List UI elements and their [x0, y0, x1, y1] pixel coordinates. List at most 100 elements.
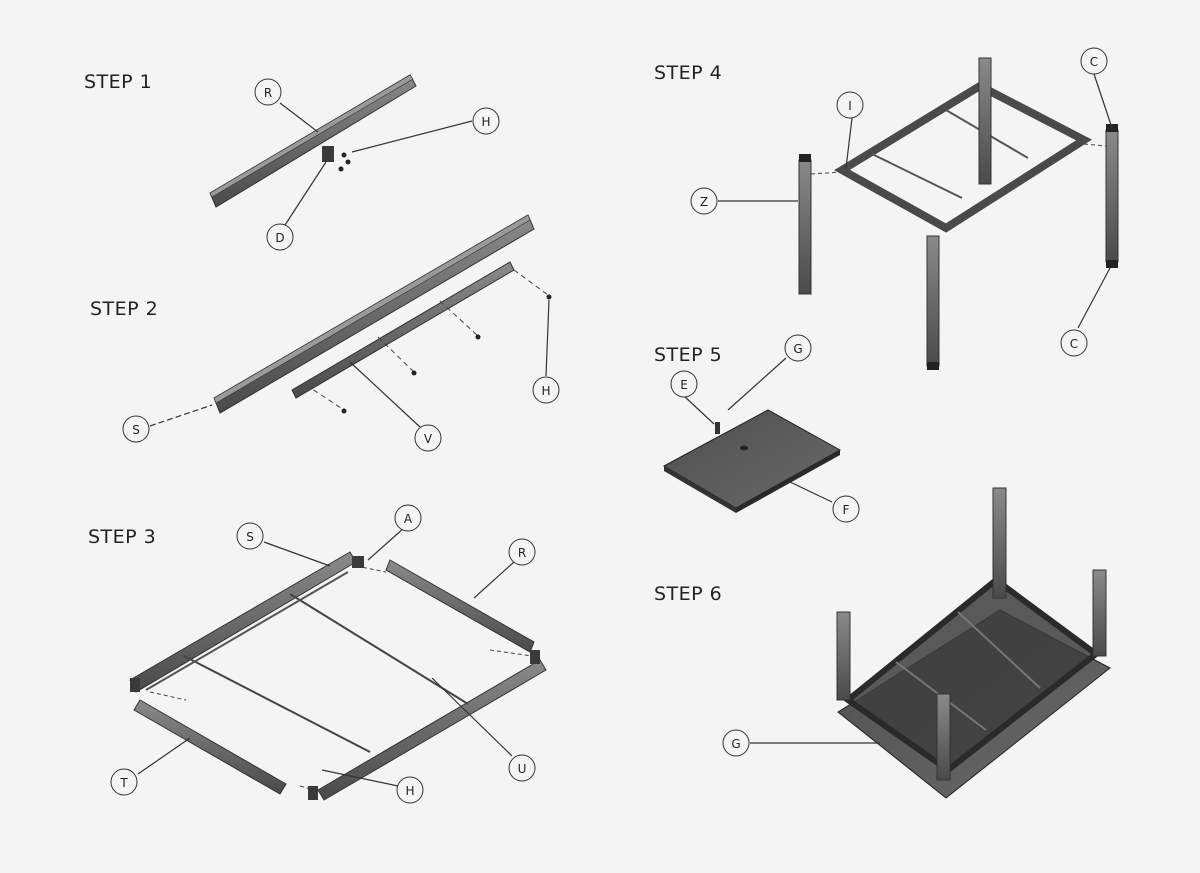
foot-cap [799, 154, 811, 162]
dashed-guide [1083, 143, 1107, 147]
callout-label: I [848, 99, 852, 113]
dashed-guide [149, 691, 187, 701]
leader-line [431, 677, 513, 757]
screw-e [715, 422, 720, 434]
callout-step6-G: G [722, 729, 750, 757]
leg-c [1105, 129, 1119, 263]
leader-line [284, 161, 327, 226]
dashed-guide [355, 565, 387, 573]
step-1-drawing [209, 74, 473, 226]
leg-up [992, 487, 1007, 599]
leader-line [727, 357, 787, 411]
callout-label: F [843, 503, 850, 517]
leader-line [683, 395, 715, 425]
corner-bracket [130, 678, 140, 692]
callout-step4-I: I [836, 91, 864, 119]
leader-line [279, 102, 319, 133]
leg-z [798, 159, 812, 295]
leader-line [1093, 73, 1113, 129]
foot-cap [927, 362, 939, 370]
frame-inner-bar [871, 153, 963, 199]
step-5-drawing [662, 357, 842, 513]
callout-label: C [1090, 55, 1098, 69]
callout-step4-C-top: C [1080, 47, 1108, 75]
frame-inner-bar [957, 611, 1041, 689]
support-rail-v [291, 261, 515, 399]
frame-top [834, 81, 1092, 233]
rail-top-face [213, 214, 531, 404]
callout-step5-F: F [832, 495, 860, 523]
callout-label: G [793, 342, 802, 356]
callout-label: H [541, 384, 550, 398]
leg-up [1092, 569, 1107, 657]
callout-step2-V: V [414, 424, 442, 452]
callout-label: D [275, 231, 284, 245]
leader-line [473, 561, 515, 599]
dashed-guide [513, 269, 549, 296]
leader-line [545, 299, 550, 377]
screw [341, 408, 347, 414]
callout-step4-C-bottom: C [1060, 329, 1088, 357]
corner-bracket [308, 786, 318, 800]
leader-line [1077, 267, 1111, 329]
callout-step1-D: D [266, 223, 294, 251]
inner-rail [145, 571, 349, 691]
step-5-title: STEP 5 [654, 344, 723, 366]
callout-label: Z [700, 195, 708, 209]
step-6-drawing [750, 487, 1111, 799]
callout-label: R [264, 86, 272, 100]
callout-step5-E: E [670, 370, 698, 398]
callout-label: T [119, 776, 128, 790]
cross-bar-u [289, 593, 469, 705]
callout-step2-S: S [122, 415, 150, 443]
dashed-guide [305, 384, 345, 411]
leg-back [978, 57, 992, 185]
frame-rail-t [133, 699, 287, 795]
callout-label: A [404, 512, 413, 526]
leader-line [789, 481, 833, 503]
callout-label: S [132, 423, 140, 437]
step-3-drawing [129, 527, 547, 801]
screw [345, 159, 351, 165]
callout-label: S [246, 530, 254, 544]
leader-line [351, 120, 473, 153]
callout-label: E [680, 378, 688, 392]
screw [338, 166, 344, 172]
step-3-title: STEP 3 [88, 526, 157, 548]
callout-step3-R: R [508, 538, 536, 566]
callout-label: V [424, 432, 433, 446]
callout-label: H [405, 784, 414, 798]
callout-step3-U: U [508, 754, 536, 782]
leader-line [321, 769, 399, 787]
corner-bracket [530, 650, 540, 664]
leg-up [936, 693, 951, 781]
step-1-title: STEP 1 [84, 71, 153, 93]
foot-cap [1106, 260, 1118, 268]
step-2-title: STEP 2 [90, 298, 159, 320]
leader-line [137, 737, 191, 775]
callout-step2-H: H [532, 376, 560, 404]
callout-step1-R: R [254, 78, 282, 106]
screw [475, 334, 481, 340]
callout-step5-G: G [784, 334, 812, 362]
step-4-drawing [718, 57, 1119, 370]
dashed-guide [489, 649, 533, 657]
callout-label: G [731, 737, 740, 751]
screw [411, 370, 417, 376]
leader-line [263, 541, 331, 567]
step-4-title: STEP 4 [654, 62, 723, 84]
callout-label: H [481, 115, 490, 129]
callout-step3-S: S [236, 522, 264, 550]
leader-line [845, 117, 853, 169]
callout-step3-H: H [396, 776, 424, 804]
frame-rail-s [129, 551, 357, 693]
callout-label: U [518, 762, 527, 776]
callout-label: R [518, 546, 526, 560]
screw [546, 294, 552, 300]
leg-front [926, 235, 940, 367]
cross-bar-u [183, 655, 371, 753]
rail-top-face [209, 74, 414, 198]
leader-line [349, 361, 421, 428]
callouts: R H D S V H S A R T U H I C Z C E G F G [110, 47, 1108, 804]
